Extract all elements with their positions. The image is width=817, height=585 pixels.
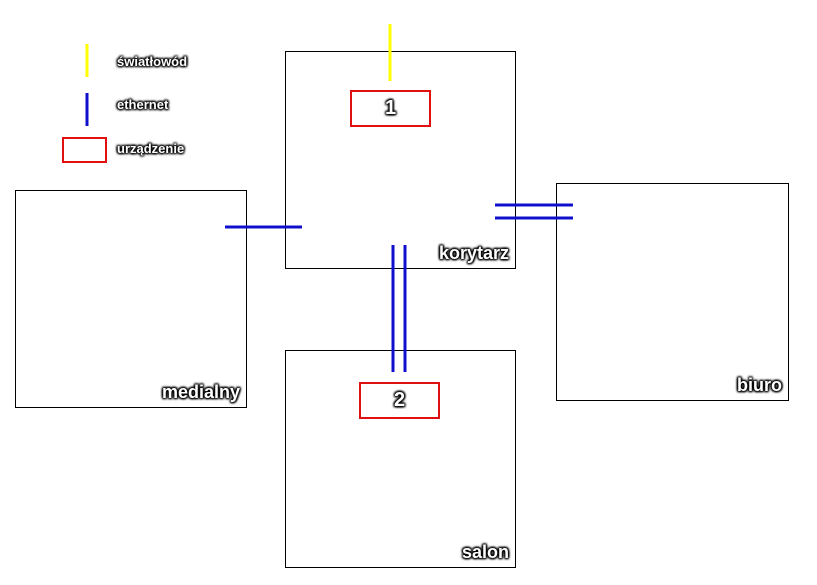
legend-ethernet-label: ethernet (117, 97, 169, 112)
device-2-label: 2 (393, 389, 406, 411)
legend-fiber-label: światłowód (117, 54, 188, 69)
device-1: 1 (350, 90, 431, 127)
room-korytarz: korytarz (285, 51, 516, 269)
legend-device-label: urządzenie (117, 141, 185, 156)
room-label-medialny: medialny (161, 382, 240, 402)
room-label-korytarz: korytarz (438, 243, 509, 263)
room-label-biuro: biuro (737, 375, 782, 395)
device-1-label: 1 (384, 97, 397, 119)
room-label-salon: salon (461, 542, 509, 562)
legend-device-swatch (62, 137, 107, 163)
room-biuro: biuro (556, 183, 789, 401)
device-2: 2 (359, 382, 440, 419)
room-medialny: medialny (15, 190, 247, 408)
